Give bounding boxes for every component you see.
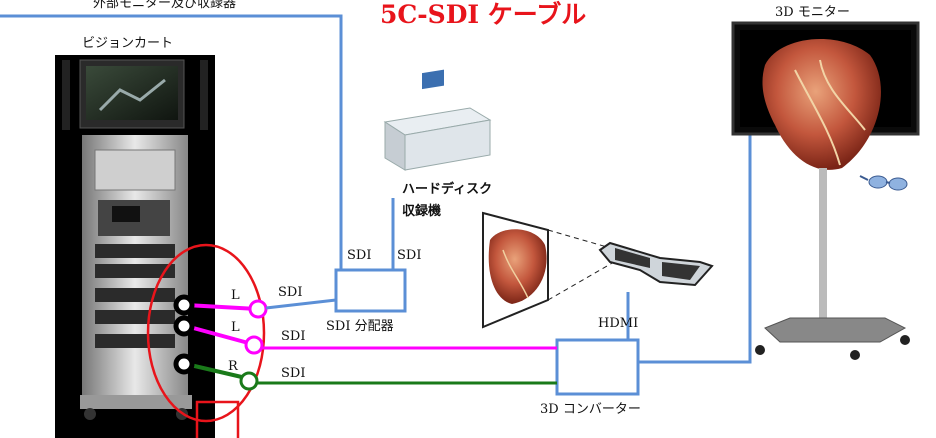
label-port-r: R: [228, 359, 238, 374]
cart-slot-1: [95, 244, 175, 258]
hdd-screen: [422, 69, 444, 90]
output-ports-highlight: [146, 243, 266, 423]
cart-slot-2: [95, 264, 175, 278]
projected-heart-vessel: [502, 249, 529, 299]
cable-l2: [185, 324, 557, 355]
label-3d-monitor: 3D モニター: [775, 5, 850, 20]
cable-l1-to-splitter: [265, 298, 337, 310]
cable-external-monitor: [0, 14, 343, 270]
glasses-lens-left: [615, 248, 650, 268]
connector-l2: [244, 335, 264, 355]
converter-3d-box: [555, 338, 640, 396]
cart-unit-1: [94, 149, 176, 191]
label-vision-cart: ビジョンカート: [82, 36, 174, 51]
cable-l1: [185, 298, 337, 319]
label-sdi-splitter-in-right: SDI: [397, 248, 422, 263]
projected-heart-image: [488, 229, 547, 304]
stand-wheel-1: [755, 345, 765, 355]
cable-r: [185, 362, 557, 391]
label-hdd-line2: 収録機: [402, 204, 442, 219]
monitor-stand-base: [764, 317, 907, 343]
label-port-l1: L: [231, 288, 240, 303]
hdd-side: [404, 119, 491, 171]
connector-l1: [248, 299, 268, 319]
projection-line-top: [547, 229, 615, 250]
port-l1: [173, 294, 195, 316]
blue-cables: [0, 14, 752, 364]
port-l2: [173, 315, 195, 337]
vision-cart: [55, 55, 215, 438]
label-sdi-l1: SDI: [278, 285, 303, 300]
label-external-monitor: 外部モニター及び収録器: [93, 0, 237, 11]
heart-3d-image: [762, 38, 881, 170]
heart-3d-vessels: [794, 59, 866, 166]
sdi-splitter-box: [334, 268, 407, 313]
cable-l2-short: [185, 324, 253, 346]
connector-r: [239, 371, 259, 391]
monitor-arm-right: [200, 60, 208, 130]
monitor-arm-left: [62, 60, 70, 130]
projection-line-bottom: [547, 261, 615, 301]
cable-l1-short: [185, 303, 259, 311]
cart-base: [80, 395, 192, 409]
label-sdi-splitter-in-left: SDI: [347, 248, 372, 263]
cable-3d-monitor: [638, 130, 752, 364]
hdd-recorder-device: [383, 69, 492, 171]
monitor-stand-pole: [819, 168, 827, 328]
cable-r-short: [185, 362, 247, 380]
cart-wheel-left: [84, 408, 96, 420]
cart-slot-4: [95, 310, 175, 324]
monitor-3d: [731, 21, 920, 360]
stand-wheel-3: [900, 335, 910, 345]
stand-wheel-2: [850, 350, 860, 360]
label-port-l2: L: [231, 320, 240, 335]
endoscope-image: [98, 78, 166, 112]
label-3d-converter: 3D コンバーター: [540, 402, 641, 417]
cart-slot-3: [95, 288, 175, 302]
bottom-connector-highlight: [195, 400, 240, 438]
label-sdi-l2: SDI: [281, 329, 306, 344]
glasses-lens-right: [662, 262, 700, 280]
cart-slot-5: [95, 334, 175, 348]
smart-glasses-view: [482, 211, 714, 329]
label-sdi-splitter: SDI 分配器: [326, 319, 394, 334]
port-r: [173, 353, 195, 375]
label-sdi-r: SDI: [281, 366, 306, 381]
cart-monitor-screen: [86, 66, 178, 120]
diagram-title: 5C-SDI ケーブル: [380, 0, 587, 29]
label-hdd-line1: ハードディスク: [402, 182, 493, 197]
label-hdmi: HDMI: [598, 316, 639, 331]
3d-glasses-icon: [859, 175, 908, 191]
cart-display: [112, 206, 140, 222]
